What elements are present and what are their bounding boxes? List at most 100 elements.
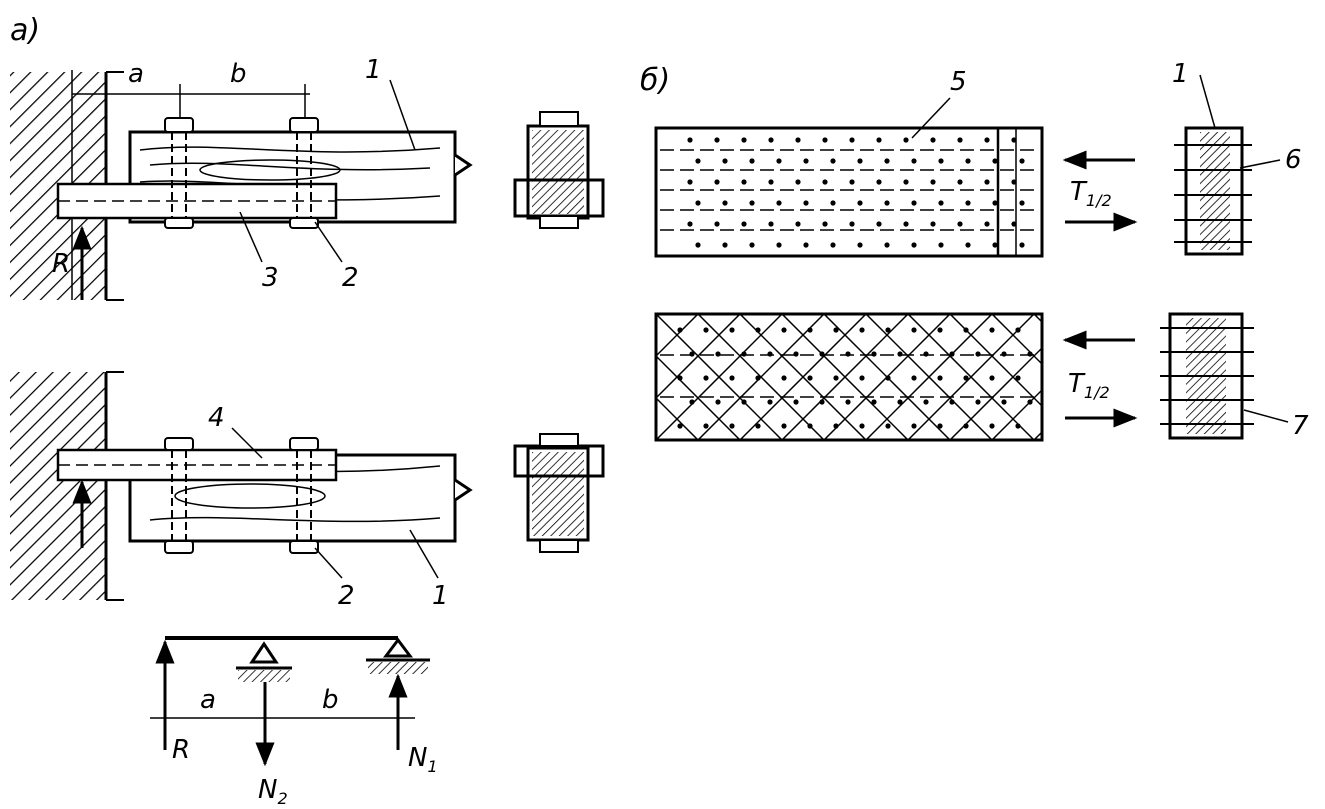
- dowel-dot: [830, 200, 836, 206]
- dowel-dot: [975, 399, 981, 405]
- dowel-dot: [767, 351, 773, 357]
- scheme-b-label: b: [322, 685, 339, 715]
- dowel-dot: [923, 351, 929, 357]
- dowel-dot: [1011, 179, 1017, 185]
- dowel-dot: [722, 200, 728, 206]
- scheme-R-label: R: [172, 735, 190, 765]
- dowel-dot: [1027, 399, 1033, 405]
- plate-diagonal-pattern: [654, 312, 1044, 442]
- dowel-dot: [930, 137, 936, 143]
- dim-a-top: a: [128, 59, 144, 89]
- dowel-dot: [689, 351, 695, 357]
- dowel-dot: [885, 327, 891, 333]
- dowel-dot: [930, 221, 936, 227]
- dowel-dot: [949, 351, 955, 357]
- plate-5-dowel-pattern: [654, 126, 1044, 258]
- dowel-dot: [849, 179, 855, 185]
- dowel-dot: [677, 375, 683, 381]
- dowel-dot: [703, 423, 709, 429]
- dowel-dot: [845, 399, 851, 405]
- dowel-dot: [833, 423, 839, 429]
- dowel-dot: [1001, 351, 1007, 357]
- dowel-dot: [876, 221, 882, 227]
- dowel-dot: [741, 137, 747, 143]
- dowel-dot: [722, 242, 728, 248]
- dowel-dot: [911, 158, 917, 164]
- dowel-dot: [776, 158, 782, 164]
- dowel-dot: [897, 351, 903, 357]
- dowel-dot: [795, 137, 801, 143]
- dowel-dot: [965, 158, 971, 164]
- dowel-dot: [830, 158, 836, 164]
- dowel-dot: [984, 137, 990, 143]
- dowel-dot: [903, 137, 909, 143]
- dowel-dot: [903, 221, 909, 227]
- dowel-dot: [776, 242, 782, 248]
- dowel-dot: [807, 327, 813, 333]
- dowel-dot: [714, 137, 720, 143]
- dowel-dot: [741, 351, 747, 357]
- dowel-dot: [989, 423, 995, 429]
- dowel-dot: [989, 327, 995, 333]
- static-scheme: a b R N2 N1: [150, 636, 438, 808]
- dowel-dot: [722, 158, 728, 164]
- dowel-dot: [937, 327, 943, 333]
- dowel-dot: [695, 200, 701, 206]
- dowel-dot: [714, 221, 720, 227]
- dowel-dot: [755, 423, 761, 429]
- dowel-dot: [715, 351, 721, 357]
- part-3-label: 3: [262, 263, 279, 293]
- part-2-bottom-label: 2: [338, 581, 355, 611]
- dowel-dot: [871, 399, 877, 405]
- dowel-dot: [923, 399, 929, 405]
- dowel-dot: [884, 200, 890, 206]
- dowel-dot: [857, 158, 863, 164]
- dowel-dot: [776, 200, 782, 206]
- dowel-dot: [749, 242, 755, 248]
- dowel-dot: [807, 375, 813, 381]
- dowel-dot: [965, 242, 971, 248]
- dowel-dot: [1027, 351, 1033, 357]
- dowel-dot: [963, 423, 969, 429]
- dowel-dot: [741, 399, 747, 405]
- dowel-dot: [911, 327, 917, 333]
- dowel-dot: [938, 158, 944, 164]
- dowel-dot: [689, 399, 695, 405]
- dowel-dot: [768, 137, 774, 143]
- dowel-dot: [911, 375, 917, 381]
- dowel-dot: [1011, 137, 1017, 143]
- part-6-label: 6: [1285, 145, 1302, 175]
- dowel-dot: [859, 375, 865, 381]
- dowel-dot: [1019, 242, 1025, 248]
- dowel-dot: [885, 375, 891, 381]
- dowel-dot: [938, 242, 944, 248]
- dowel-dot: [687, 179, 693, 185]
- bolts-bottom: [164, 437, 319, 554]
- dowel-dot: [957, 221, 963, 227]
- dowel-dot: [965, 200, 971, 206]
- dowel-dot: [845, 351, 851, 357]
- scheme-N1-label: N1: [408, 743, 438, 776]
- dowel-dot: [687, 137, 693, 143]
- dowel-dot: [957, 137, 963, 143]
- dowel-dot: [830, 242, 836, 248]
- dowel-dot: [984, 179, 990, 185]
- dowel-dot: [975, 351, 981, 357]
- dowel-dot: [793, 351, 799, 357]
- dowel-dot: [695, 242, 701, 248]
- dowel-dot: [729, 375, 735, 381]
- dowel-dot: [803, 200, 809, 206]
- dowel-dot: [833, 375, 839, 381]
- dowel-dot: [949, 399, 955, 405]
- dowel-dot: [793, 399, 799, 405]
- dowel-dot: [703, 375, 709, 381]
- dowel-dot: [937, 423, 943, 429]
- dowel-dot: [729, 327, 735, 333]
- dowel-dot: [937, 375, 943, 381]
- dowel-dot: [768, 179, 774, 185]
- T-bottom-label: T1/2: [1068, 369, 1110, 402]
- part-2-top-label: 2: [342, 263, 359, 293]
- dowel-dot: [781, 375, 787, 381]
- part-1-top-label: 1: [365, 55, 382, 85]
